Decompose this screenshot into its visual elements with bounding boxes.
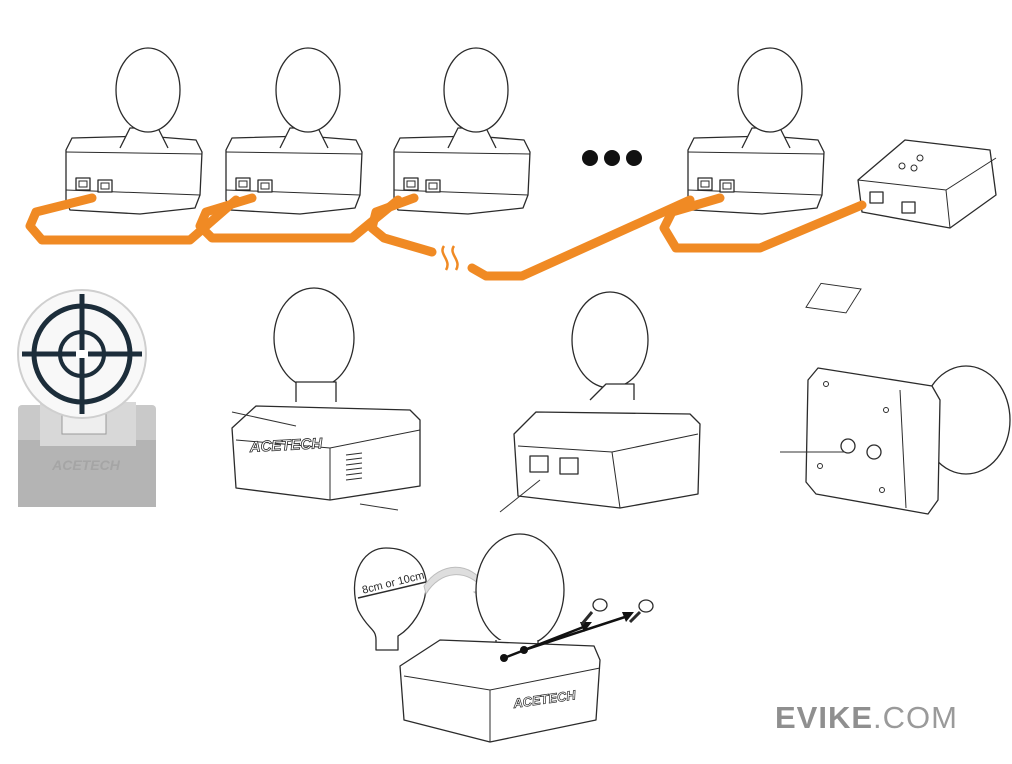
- chain-target-2: [225, 47, 363, 215]
- plate-assembly: 8cm or 10cm ACETECH: [353, 533, 654, 743]
- watermark-bold: EVIKE: [775, 700, 874, 735]
- cable-path: [25, 193, 867, 281]
- front-view-target: ACETECH: [231, 287, 421, 511]
- product-photo: ACETECH: [17, 289, 156, 507]
- watermark-light: .COM: [873, 700, 958, 735]
- rear-view-target: [499, 291, 701, 513]
- front-brand-text: ACETECH: [248, 435, 323, 456]
- chain-target-3: [393, 47, 531, 215]
- bottom-view-target: [780, 365, 1011, 515]
- cable-break-icon: [441, 245, 459, 271]
- chain-target-4: [687, 47, 825, 215]
- screw-2-icon: [628, 599, 654, 624]
- ellipsis-dots: [582, 150, 642, 166]
- photo-brand-text: ACETECH: [51, 457, 121, 473]
- controller-hub: [805, 139, 997, 314]
- chain-target-1: [65, 47, 203, 215]
- watermark-logo: EVIKE.COM: [775, 700, 958, 736]
- screw-1-icon: [580, 598, 608, 625]
